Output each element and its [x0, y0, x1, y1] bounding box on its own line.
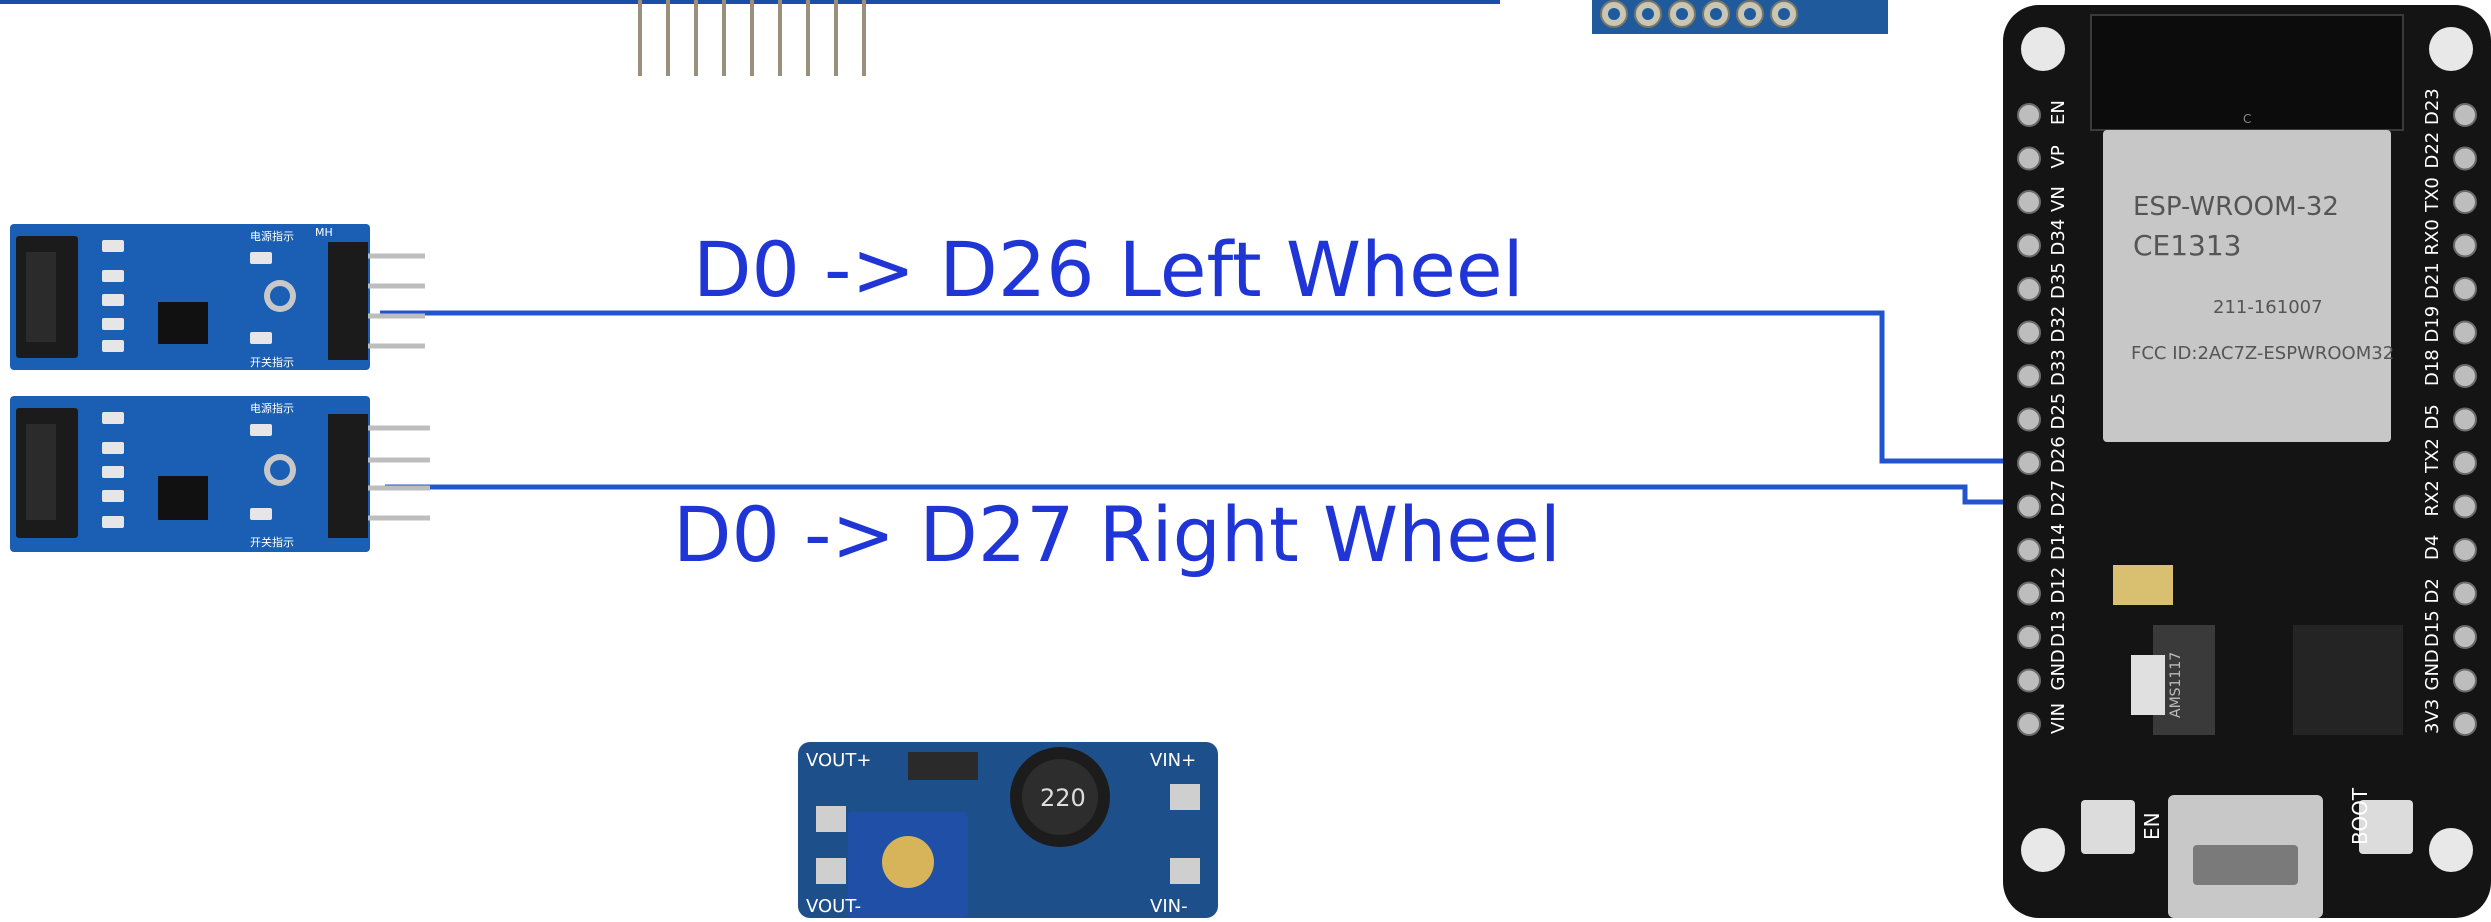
header-strip-graphic: [1592, 0, 1888, 34]
right-pin-label: D18: [2422, 349, 2443, 386]
antenna-mark: C: [2243, 112, 2251, 126]
left-pin-label: D34: [2048, 219, 2069, 256]
right-pin-label: TX2: [2422, 438, 2443, 474]
right-pin-hole: [2453, 277, 2477, 301]
wire-left-wheel: [380, 310, 2030, 464]
header-strip: [1592, 0, 1888, 36]
boost-converter-graphic: VOUT+ VOUT- VIN+ VIN- 220: [798, 742, 1218, 918]
right-pin-hole: [2453, 712, 2477, 736]
left-pin-hole: [2017, 146, 2041, 171]
boot-button-label: BOOT: [2348, 787, 2372, 845]
left-pin-label: VIN: [2048, 703, 2069, 734]
left-pin-label: D26: [2048, 436, 2069, 473]
top-display-board-graphic: [0, 0, 1500, 76]
left-pin-hole: [2017, 320, 2041, 345]
cn-switch-label: 开关指示: [250, 535, 294, 549]
right-pin-hole: [2453, 320, 2477, 345]
left-pin-headers: [2017, 103, 2041, 736]
right-pin-label: RX2: [2422, 480, 2443, 516]
right-wheel-label: D0 -> D27 Right Wheel: [673, 490, 1561, 579]
sensor-module-graphic: 电源指示 开关指示: [10, 396, 430, 552]
right-pin-label: GND: [2422, 649, 2443, 690]
mh-label: MH: [315, 226, 333, 239]
right-pin-hole: [2453, 668, 2477, 693]
left-pin-hole: [2017, 494, 2041, 519]
right-pin-hole: [2453, 451, 2477, 475]
cn-power-label: 电源指示: [250, 401, 294, 415]
left-pin-hole: [2017, 190, 2041, 214]
cn-switch-label: 开关指示: [250, 355, 294, 369]
left-pin-label: D33: [2048, 349, 2069, 386]
module-brand: ESP-WROOM-32: [2133, 192, 2339, 222]
left-pin-hole: [2017, 451, 2041, 475]
right-pin-label: RX0: [2422, 219, 2443, 255]
ce-mark: CE1313: [2133, 229, 2242, 262]
right-pin-hole: [2453, 103, 2477, 127]
left-pin-label: D13: [2048, 610, 2069, 647]
r-code: 211-161007: [2213, 297, 2323, 318]
right-pin-label: D4: [2422, 535, 2443, 560]
right-pin-label: 3V3: [2422, 699, 2443, 734]
esp32-board-graphic: ESP-WROOM-32 CE1313 211-161007 FCC ID:2A…: [2003, 5, 2491, 918]
left-pin-label: D25: [2048, 393, 2069, 430]
left-pin-label: D35: [2048, 262, 2069, 299]
right-pin-hole: [2453, 364, 2477, 388]
vin-plus-label: VIN+: [1150, 750, 1196, 771]
left-pin-label: D32: [2048, 306, 2069, 343]
vout-plus-label: VOUT+: [806, 750, 871, 771]
inductor-label: 220: [1040, 784, 1086, 812]
sensor-module-graphic: MH 电源指示 开关指示: [10, 224, 425, 370]
left-pin-label: VP: [2048, 145, 2069, 168]
fcc-id: FCC ID:2AC7Z-ESPWROOM32: [2131, 343, 2394, 364]
left-pin-hole: [2017, 364, 2041, 388]
esp32-board: ESP-WROOM-32 CE1313 211-161007 FCC ID:2A…: [2003, 5, 2491, 918]
top-display-board: [0, 0, 1500, 80]
left-wheel-label: D0 -> D26 Left Wheel: [693, 225, 1524, 314]
vin-minus-label: VIN-: [1150, 896, 1188, 917]
right-pin-label: D19: [2422, 306, 2443, 343]
left-pin-label: D27: [2048, 480, 2069, 517]
right-pin-hole: [2453, 146, 2477, 171]
vout-minus-label: VOUT-: [806, 896, 861, 917]
left-pin-hole: [2017, 668, 2041, 693]
speed-sensor-module-right: 电源指示 开关指示: [10, 394, 430, 554]
left-pin-hole: [2017, 103, 2041, 127]
right-pin-headers: [2453, 103, 2477, 736]
right-pin-label: D22: [2422, 132, 2443, 169]
right-pin-hole: [2453, 233, 2477, 258]
right-pin-label: TX0: [2422, 177, 2443, 213]
right-pin-hole: [2453, 190, 2477, 214]
speed-sensor-module-left: MH 电源指示 开关指示: [10, 222, 430, 372]
left-pin-hole: [2017, 538, 2041, 562]
left-pin-hole: [2017, 581, 2041, 606]
cn-power-label: 电源指示: [250, 229, 294, 243]
left-pin-hole: [2017, 625, 2041, 649]
en-button-label: EN: [2140, 812, 2164, 840]
left-pin-hole: [2017, 277, 2041, 301]
left-pin-label: EN: [2048, 100, 2069, 125]
left-pin-label: D14: [2048, 523, 2069, 560]
left-pin-label: VN: [2048, 186, 2069, 212]
left-pin-label: GND: [2048, 649, 2069, 690]
wire-right-wheel: [385, 484, 2030, 505]
right-pin-hole: [2453, 407, 2477, 432]
left-pin-label: D12: [2048, 567, 2069, 604]
right-pin-label: D21: [2422, 262, 2443, 299]
right-pin-label: D5: [2422, 404, 2443, 429]
right-pin-hole: [2453, 625, 2477, 649]
boost-converter: VOUT+ VOUT- VIN+ VIN- 220: [798, 742, 1218, 918]
right-pin-label: D2: [2422, 578, 2443, 603]
left-pin-hole: [2017, 233, 2041, 258]
regulator-label: AMS1117: [2168, 652, 2184, 718]
right-pin-hole: [2453, 581, 2477, 606]
right-pin-hole: [2453, 494, 2477, 519]
right-pin-label: D15: [2422, 610, 2443, 647]
right-pin-label: D23: [2422, 88, 2443, 125]
right-pin-hole: [2453, 538, 2477, 562]
left-pin-hole: [2017, 407, 2041, 432]
left-pin-hole: [2017, 712, 2041, 736]
